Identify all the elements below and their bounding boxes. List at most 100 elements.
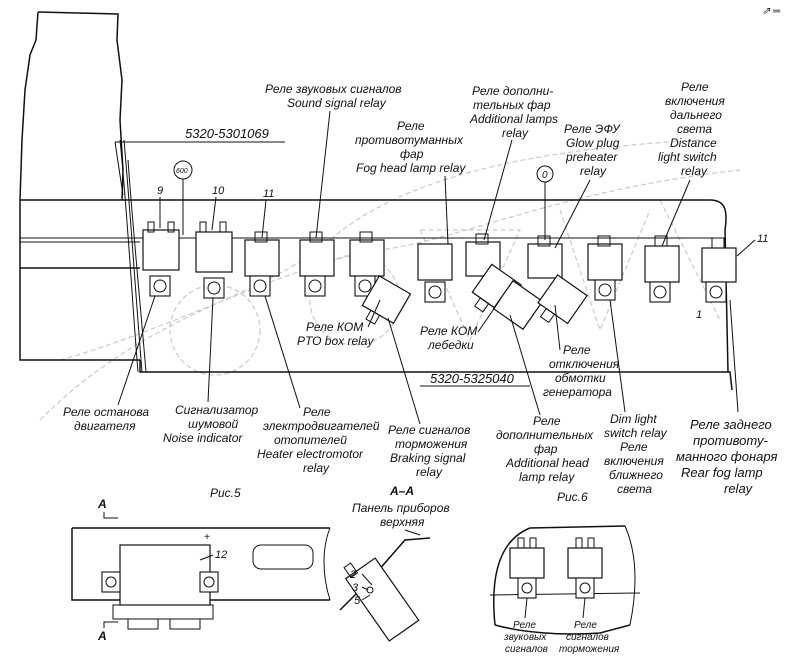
- svg-text:light switch: light switch: [658, 150, 717, 164]
- svg-text:тельных фар: тельных фар: [473, 98, 551, 112]
- svg-text:Панель приборов: Панель приборов: [352, 501, 450, 515]
- svg-text:звуковых: звуковых: [503, 632, 547, 643]
- relay-distance-light: [644, 235, 680, 303]
- relay-engine-stop: [142, 221, 180, 297]
- svg-text:Distance: Distance: [670, 136, 717, 150]
- relay-heater: [244, 231, 280, 297]
- label-heater: Реле электродвигателей отопителей Heater…: [257, 295, 380, 475]
- svg-text:фар: фар: [534, 442, 558, 456]
- svg-text:5: 5: [354, 595, 361, 607]
- label-glow-plug: Реле ЭФУ Glow plug preheater relay: [554, 122, 621, 249]
- svg-text:600: 600: [176, 168, 188, 175]
- svg-text:lamp relay: lamp relay: [519, 470, 575, 484]
- svg-text:relay: relay: [502, 126, 529, 140]
- svg-text:relay: relay: [580, 164, 607, 178]
- svg-text:relay: relay: [681, 164, 708, 178]
- svg-text:лебедки: лебедки: [427, 338, 474, 352]
- callout-12: 12: [215, 549, 227, 561]
- svg-text:Fog head lamp relay: Fog head lamp relay: [356, 161, 466, 175]
- relay-generator: [537, 274, 588, 325]
- svg-text:Реле КОМ: Реле КОМ: [420, 324, 477, 338]
- svg-text:дальнего: дальнего: [670, 108, 722, 122]
- main-panel: [19, 11, 733, 391]
- svg-text:ближнего: ближнего: [609, 468, 663, 482]
- svg-text:света: света: [677, 122, 712, 136]
- section-a-a: А–А Панель приборов верхняя 2 3 5: [339, 484, 450, 642]
- callout-11-right: 11: [757, 233, 768, 245]
- watermark: [39, 139, 741, 421]
- svg-text:двигателя: двигателя: [74, 419, 136, 433]
- svg-text:Реле останова: Реле останова: [63, 405, 149, 419]
- svg-text:верхняя: верхняя: [380, 515, 425, 529]
- svg-text:Реле: Реле: [513, 620, 536, 631]
- callout-9: 9: [157, 185, 163, 197]
- relay-fog-head-lamp: [417, 243, 453, 303]
- marker-0: 0: [536, 165, 554, 240]
- label-noise-indicator: Сигнализатор шумовой Noise indicator: [163, 297, 258, 445]
- figure-6: Рис.6 Реле звуковых сигналов Реле сигнал…: [489, 490, 641, 655]
- svg-text:противоту-: противоту-: [693, 433, 768, 448]
- svg-text:шумовой: шумовой: [188, 417, 239, 431]
- svg-text:Rear fog lamp: Rear fog lamp: [681, 465, 763, 480]
- svg-text:Реле: Реле: [533, 414, 561, 428]
- label-pto-winch: Реле КОМ лебедки: [420, 299, 501, 352]
- svg-text:Реле: Реле: [563, 343, 591, 357]
- label-additional-lamps: Реле дополни- тельных фар Additional lam…: [469, 84, 558, 241]
- callout-10: 10: [212, 185, 225, 197]
- svg-text:PTO box relay: PTO box relay: [297, 334, 374, 348]
- label-dim-light: Dim light switch relay Реле включения бл…: [604, 299, 668, 496]
- svg-text:0: 0: [542, 170, 548, 181]
- svg-text:Сигнализатор: Сигнализатор: [175, 403, 258, 417]
- svg-text:Реле заднего: Реле заднего: [690, 417, 772, 432]
- svg-text:relay: relay: [416, 465, 443, 479]
- relay-glow-plug: [527, 235, 563, 279]
- svg-text:обмотки: обмотки: [555, 371, 606, 385]
- label-generator: Реле отключения обмотки генератора: [543, 304, 620, 399]
- label-sound-signal: Реле звуковых сигналов Sound signal rela…: [265, 82, 402, 239]
- corner-mark: ⇗ ═: [762, 6, 781, 17]
- svg-text:relay: relay: [303, 461, 330, 475]
- svg-text:противотуманных: противотуманных: [355, 133, 464, 147]
- figure-6-caption: Рис.6: [557, 490, 588, 504]
- svg-text:3: 3: [352, 582, 359, 594]
- part-number-top: 5320-5301069: [185, 126, 269, 141]
- relay-rear-fog: [701, 237, 737, 303]
- svg-text:Реле: Реле: [574, 620, 597, 631]
- svg-text:сигналов: сигналов: [566, 632, 609, 643]
- svg-text:Noise indicator: Noise indicator: [163, 431, 243, 445]
- label-engine-stop: Реле останова двигателя: [63, 295, 156, 433]
- svg-text:включения: включения: [665, 94, 725, 108]
- svg-text:Реле ЭФУ: Реле ЭФУ: [564, 122, 621, 136]
- label-additional-head: Реле дополнительных фар Additional head …: [496, 314, 594, 484]
- svg-text:Heater electromotor: Heater electromotor: [257, 447, 364, 461]
- svg-text:Реле: Реле: [397, 119, 425, 133]
- svg-text:Additional lamps: Additional lamps: [469, 112, 558, 126]
- svg-text:Реле дополни-: Реле дополни-: [472, 84, 553, 98]
- svg-text:Реле: Реле: [681, 80, 709, 94]
- svg-text:Dim light: Dim light: [610, 412, 657, 426]
- svg-text:switch relay: switch relay: [604, 426, 668, 440]
- label-pto-box: Реле КОМ PTO box relay: [297, 299, 381, 348]
- label-braking-signal: Реле сигналов торможения Braking signal …: [387, 317, 470, 479]
- noise-indicator-unit: [195, 221, 233, 299]
- svg-text:манного фонаря: манного фонаря: [676, 449, 777, 464]
- svg-text:А–А: А–А: [389, 484, 414, 498]
- marker-600: 600: [173, 160, 193, 235]
- svg-text:Additional head: Additional head: [505, 456, 589, 470]
- part-number-bottom: 5320-5325040: [430, 371, 515, 386]
- svg-text:отопителей: отопителей: [274, 433, 347, 447]
- relay-pto-box: [361, 275, 412, 325]
- label-distance-light: Реле включения дальнего света Distance l…: [658, 80, 725, 247]
- svg-text:фар: фар: [400, 147, 424, 161]
- svg-text:света: света: [617, 482, 652, 496]
- figure-5: Рис.5 А А 12 +: [71, 486, 331, 643]
- svg-text:А: А: [97, 629, 107, 643]
- svg-text:Реле: Реле: [620, 440, 648, 454]
- svg-text:отключения: отключения: [549, 357, 620, 371]
- svg-text:Braking signal: Braking signal: [390, 451, 466, 465]
- svg-text:дополнительных: дополнительных: [496, 428, 594, 442]
- svg-text:электродвигателей: электродвигателей: [263, 419, 380, 433]
- figure-5-caption: Рис.5: [210, 486, 241, 500]
- svg-text:Реле КОМ: Реле КОМ: [306, 320, 363, 334]
